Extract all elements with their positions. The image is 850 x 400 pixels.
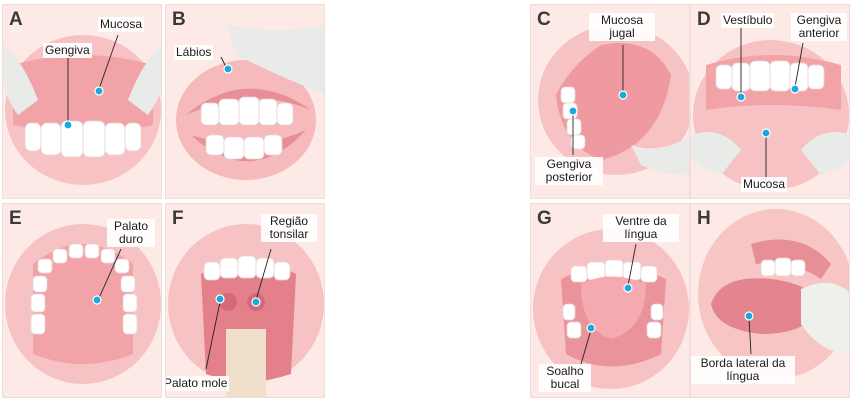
marker-gengiva-anterior (790, 84, 800, 94)
label-soalho-bucal: Soalho bucal (539, 364, 591, 392)
panel-d: D Vestíbulo Gengiva anterior Mucosa (690, 4, 850, 199)
illustration-tongue-underside (533, 229, 689, 389)
panel-letter: A (9, 9, 23, 30)
panel-letter: D (697, 9, 711, 30)
label-gengiva-anterior: Gengiva anterior (791, 13, 847, 41)
illustration-gums-front (3, 34, 161, 185)
marker-borda-lateral-lingua (744, 311, 754, 321)
panel-letter: F (172, 208, 184, 229)
marker-gengiva (63, 120, 73, 130)
panel-h: H Borda lateral da língua (690, 203, 850, 398)
panel-letter: G (537, 208, 552, 229)
illustration-lips (176, 25, 324, 180)
label-palato-duro: Palato duro (107, 219, 155, 247)
illustration-soft-palate (168, 224, 324, 397)
panel-c: C Mucosa jugal Gengiva posterior (530, 4, 690, 199)
marker-palato-duro (92, 295, 102, 305)
label-gengiva: Gengiva (43, 43, 92, 58)
label-ventre-lingua: Ventre da língua (603, 214, 679, 242)
label-palato-mole: Palato mole (166, 376, 230, 391)
panel-b: B Lábios (165, 4, 325, 199)
marker-mucosa-jugal (618, 90, 628, 100)
label-mucosa-lower: Mucosa (741, 177, 788, 192)
panel-a: A Mucosa Gengiva (2, 4, 162, 199)
label-mucosa-jugal: Mucosa jugal (589, 13, 655, 41)
marker-labios (223, 64, 233, 74)
illustration-vestibule (691, 27, 849, 190)
marker-vestibulo (736, 92, 746, 102)
panel-letter: C (537, 9, 551, 30)
label-mucosa: Mucosa (98, 17, 145, 32)
label-borda-lateral-lingua: Borda lateral da língua (691, 356, 795, 384)
marker-gengiva-posterior (568, 106, 578, 116)
illustration-tongue-side (698, 209, 849, 379)
label-gengiva-posterior: Gengiva posterior (535, 157, 603, 185)
marker-soalho-bucal (586, 323, 596, 333)
panel-e: E Palato duro (2, 203, 162, 398)
label-vestibulo: Vestíbulo (721, 13, 775, 28)
marker-regiao-tonsilar (251, 297, 261, 307)
illustration-cheek (538, 25, 689, 175)
panel-g: G Ventre da língua Soalho bucal (530, 203, 690, 398)
marker-palato-mole (215, 294, 225, 304)
panel-letter: H (697, 208, 711, 229)
illustration-hard-palate (5, 224, 161, 384)
label-labios: Lábios (174, 45, 214, 60)
panel-f: F Região tonsilar Palato mole (165, 203, 325, 398)
label-regiao-tonsilar: Região tonsilar (261, 214, 317, 242)
marker-ventre-lingua (623, 283, 633, 293)
panel-letter: E (9, 208, 22, 229)
panel-letter: B (172, 9, 186, 30)
marker-mucosa (94, 86, 104, 96)
marker-mucosa (761, 128, 771, 138)
